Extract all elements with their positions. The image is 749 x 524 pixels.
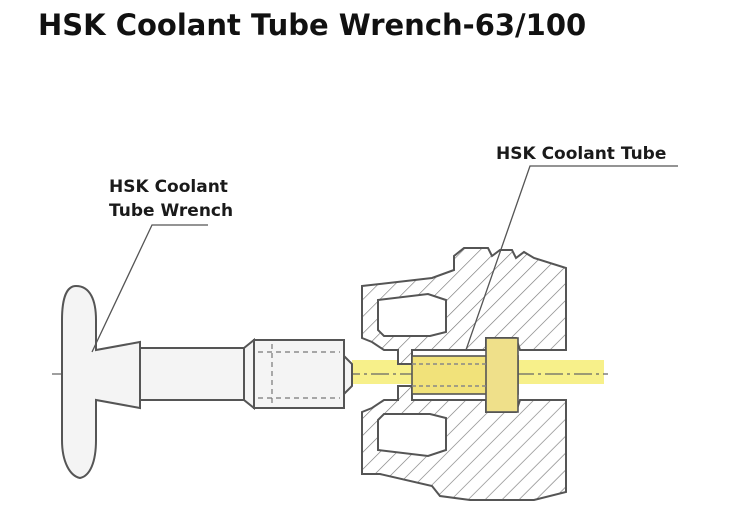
wrench-shaft [139,347,245,401]
wrench-label-line1: HSK Coolant [109,177,228,197]
holder-taper-bore [377,292,447,337]
coolant-tube [411,337,519,413]
page-title: HSK Coolant Tube Wrench-63/100 [38,8,587,42]
wrench-t-handle [61,284,141,480]
hsk-holder-section [361,247,567,501]
wrench-leader-line [91,224,208,353]
coolant-tube-nut [485,337,519,413]
coolant-tube-wrench [61,284,353,480]
wrench-label-line2: Tube Wrench [109,201,233,221]
holder-taper-bore-lower [377,413,447,458]
tube-label: HSK Coolant Tube [496,144,666,164]
wrench-thread-lines [258,344,340,404]
wrench-neck [243,337,255,411]
tube-leader-line [465,165,678,351]
wrench-tip [343,353,353,397]
